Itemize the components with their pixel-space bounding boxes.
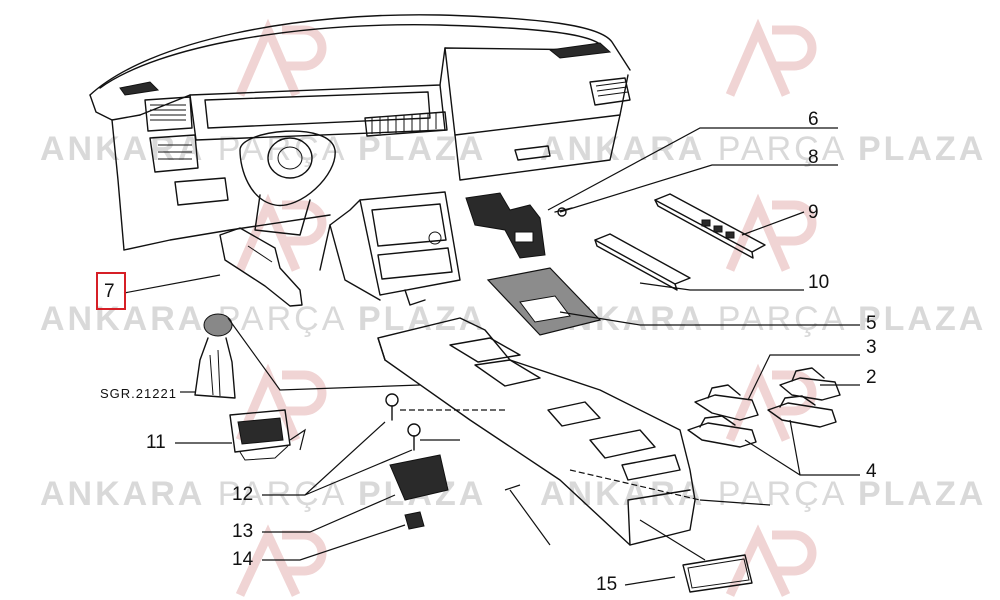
part-11-switch-unit <box>229 409 291 461</box>
callout-14[interactable]: 14 <box>232 549 254 570</box>
part-14-clip <box>404 511 425 530</box>
reference-code: SGR.21221 <box>100 386 177 401</box>
part-6-bracket <box>465 192 546 259</box>
callout-5[interactable]: 5 <box>866 313 877 334</box>
part-10-cover-plate <box>594 233 691 291</box>
parts-2-3-4-clips <box>687 367 841 448</box>
callout-13[interactable]: 13 <box>232 521 254 542</box>
callout-7[interactable]: 7 <box>104 281 115 302</box>
callout-6[interactable]: 6 <box>808 109 819 130</box>
callout-10[interactable]: 10 <box>808 272 830 293</box>
part-5-mat <box>486 267 602 336</box>
svg-text:ANKARA PARÇA PLAZA: ANKARA PARÇA PLAZA <box>540 130 986 168</box>
leader-lines <box>123 127 860 586</box>
callout-3[interactable]: 3 <box>866 337 877 358</box>
gear-shift-boot <box>194 313 236 399</box>
part-7-trim-panel <box>219 227 303 307</box>
center-console <box>377 317 696 546</box>
callout-12[interactable]: 12 <box>232 484 254 505</box>
callout-4[interactable]: 4 <box>866 461 877 482</box>
part-9-switch-panel <box>654 193 766 259</box>
svg-text:ANKARA PARÇA PLAZA: ANKARA PARÇA PLAZA <box>540 475 986 513</box>
selected-callout-highlight <box>96 272 126 310</box>
svg-text:ANKARA PARÇA PLAZA: ANKARA PARÇA PLAZA <box>40 130 486 168</box>
part-12-screws <box>385 393 421 451</box>
callout-15[interactable]: 15 <box>596 574 618 595</box>
callout-2[interactable]: 2 <box>866 367 877 388</box>
watermark-logo-icon <box>235 18 817 597</box>
callout-9[interactable]: 9 <box>808 202 819 223</box>
part-15-plate <box>682 554 753 593</box>
svg-text:ANKARA PARÇA PLAZA: ANKARA PARÇA PLAZA <box>540 300 986 338</box>
callout-11[interactable]: 11 <box>146 432 166 453</box>
svg-text:ANKARA PARÇA PLAZA: ANKARA PARÇA PLAZA <box>40 475 486 513</box>
dashboard <box>89 14 631 306</box>
part-13-holder <box>389 454 449 501</box>
callout-8[interactable]: 8 <box>808 147 819 168</box>
